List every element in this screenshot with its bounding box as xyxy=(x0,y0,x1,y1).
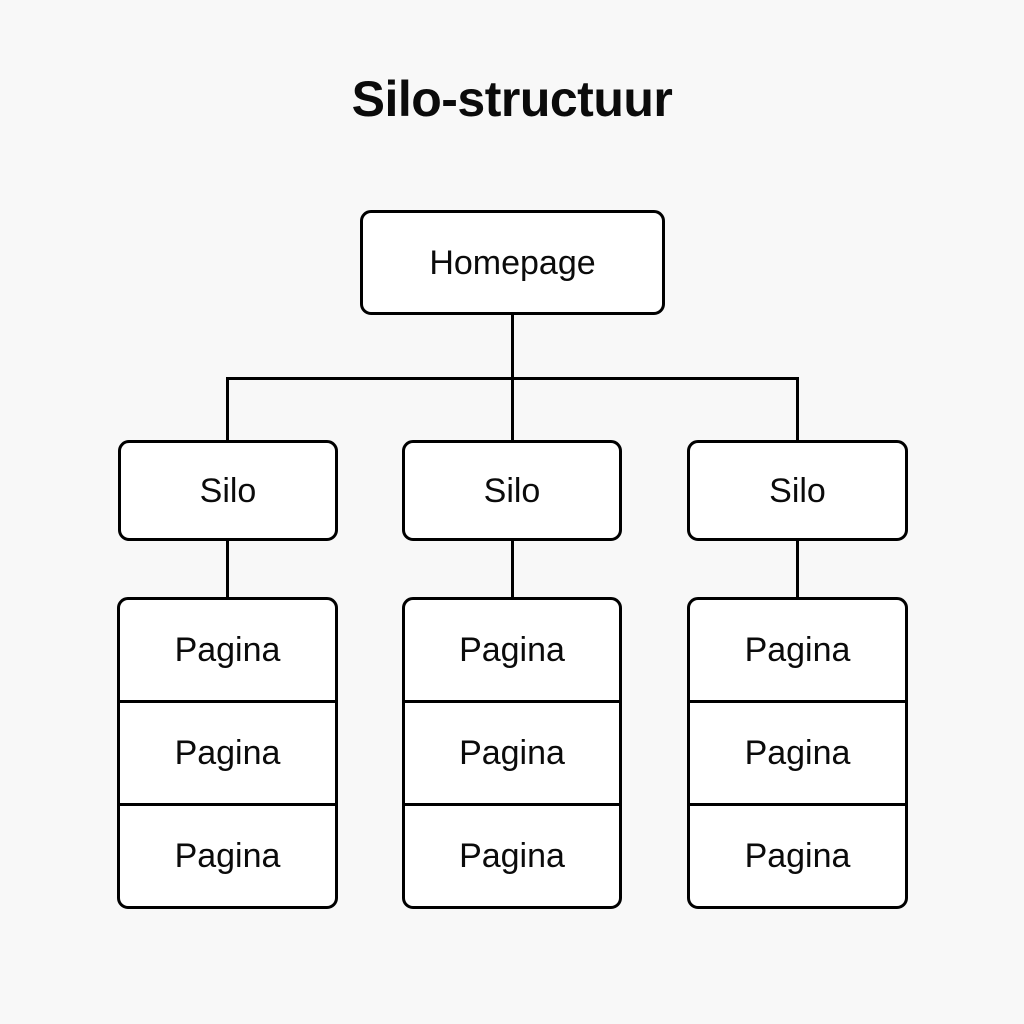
diagram-title: Silo-structuur xyxy=(351,71,673,127)
node-page-label: Pagina xyxy=(174,837,281,875)
node-page-label: Pagina xyxy=(174,631,281,669)
node-silo-1-label: Silo xyxy=(199,471,257,510)
node-silo-2-label: Silo xyxy=(483,471,541,510)
connector-bus-to-silo-2 xyxy=(511,377,514,441)
page-stack-silo-1: Pagina Pagina Pagina xyxy=(117,597,338,909)
node-page[interactable]: Pagina xyxy=(690,700,905,803)
node-silo-2[interactable]: Silo xyxy=(402,440,622,541)
node-page-label: Pagina xyxy=(744,837,851,875)
node-silo-3-label: Silo xyxy=(769,471,826,510)
node-page[interactable]: Pagina xyxy=(405,700,619,803)
node-silo-1[interactable]: Silo xyxy=(118,440,338,541)
node-homepage-label: Homepage xyxy=(429,243,596,282)
connector-bus-to-silo-1 xyxy=(226,377,229,441)
node-page[interactable]: Pagina xyxy=(690,600,905,700)
node-page[interactable]: Pagina xyxy=(120,803,335,906)
connector-silo-1-to-pages xyxy=(226,540,229,598)
page-stack-silo-2: Pagina Pagina Pagina xyxy=(402,597,622,909)
node-page-label: Pagina xyxy=(744,631,851,669)
node-page[interactable]: Pagina xyxy=(405,600,619,700)
node-page-label: Pagina xyxy=(459,631,565,669)
page-stack-silo-3: Pagina Pagina Pagina xyxy=(687,597,908,909)
node-silo-3[interactable]: Silo xyxy=(687,440,908,541)
node-page[interactable]: Pagina xyxy=(690,803,905,906)
node-page-label: Pagina xyxy=(744,734,851,772)
node-page-label: Pagina xyxy=(459,837,565,875)
node-page-label: Pagina xyxy=(459,734,565,772)
node-homepage[interactable]: Homepage xyxy=(360,210,665,315)
node-page-label: Pagina xyxy=(174,734,281,772)
node-page[interactable]: Pagina xyxy=(405,803,619,906)
connector-silo-2-to-pages xyxy=(511,540,514,598)
node-page[interactable]: Pagina xyxy=(120,700,335,803)
connector-bus-to-silo-3 xyxy=(796,377,799,441)
node-page[interactable]: Pagina xyxy=(120,600,335,700)
connector-silo-3-to-pages xyxy=(796,540,799,598)
connector-root-stem xyxy=(511,315,514,379)
